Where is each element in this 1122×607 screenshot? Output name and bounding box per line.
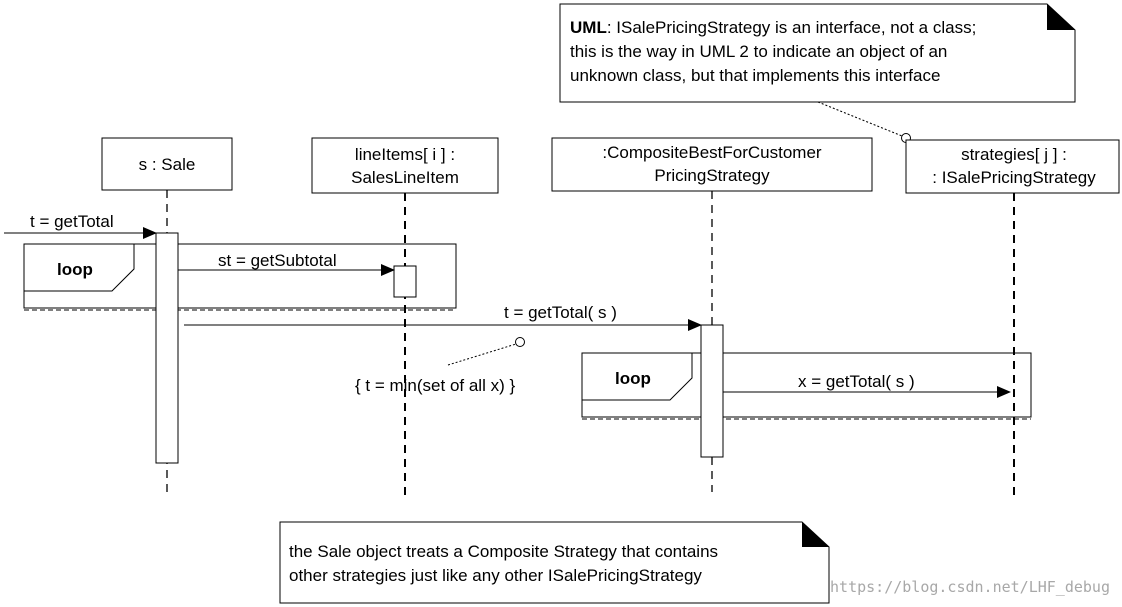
lifeline-sale-label: s : Sale (139, 155, 196, 174)
uml-note-bold: UML (570, 18, 607, 37)
lifeline-strategies-label-1: strategies[ j ] : (961, 145, 1067, 164)
bottom-note-line-1: the Sale object treats a Composite Strat… (289, 542, 718, 561)
activation-composite (700, 324, 724, 458)
message-get-total-s: t = getTotal( s ) (184, 303, 702, 331)
uml-note-line-1: UML: ISalePricingStrategy is an interfac… (570, 18, 976, 37)
uml-note-anchor-line (817, 101, 903, 137)
uml-note: UML: ISalePricingStrategy is an interfac… (559, 3, 1076, 103)
bottom-note: the Sale object treats a Composite Strat… (279, 521, 830, 604)
activation-sale (155, 232, 179, 464)
watermark: https://blog.csdn.net/LHF_debug (830, 578, 1110, 596)
lifeline-composite-label-2: PricingStrategy (654, 166, 770, 185)
lifeline-line-items: lineItems[ i ] : SalesLineItem (311, 137, 499, 194)
lifeline-sale: s : Sale (101, 137, 233, 191)
uml-note-line-2: this is the way in UML 2 to indicate an … (570, 42, 947, 61)
message-get-total-label: t = getTotal (30, 212, 114, 231)
message-get-total-s-label: t = getTotal( s ) (504, 303, 617, 322)
message-x-get-total-s: x = getTotal( s ) (723, 372, 1011, 398)
message-get-subtotal: st = getSubtotal (178, 251, 395, 276)
lifeline-line-items-label-1: lineItems[ i ] : (355, 145, 455, 164)
lifeline-composite-label-1: :CompositeBestForCustomer (602, 143, 822, 162)
constraint-anchor-circle (515, 337, 525, 347)
lifeline-line-items-label-2: SalesLineItem (351, 168, 459, 187)
message-get-total: t = getTotal (4, 212, 157, 239)
constraint-label: { t = min(set of all x) } (355, 376, 515, 395)
uml-note-line-1-rest: : ISalePricingStrategy is an interface, … (607, 18, 976, 37)
loop-2-label: loop (615, 369, 651, 388)
activation-line-item (393, 265, 417, 298)
loop-fragment-2: loop (581, 352, 1032, 420)
loop-fragment-1: loop (23, 243, 457, 311)
loop-1-label: loop (57, 260, 93, 279)
lifeline-strategies-label-2: : ISalePricingStrategy (932, 168, 1096, 187)
lifeline-strategies: strategies[ j ] : : ISalePricingStrategy (905, 139, 1120, 194)
bottom-note-line-2: other strategies just like any other ISa… (289, 566, 702, 585)
message-x-get-total-s-label: x = getTotal( s ) (798, 372, 915, 391)
message-get-subtotal-label: st = getSubtotal (218, 251, 337, 270)
uml-note-line-3: unknown class, but that implements this … (570, 66, 940, 85)
constraint-anchor-line (447, 343, 517, 366)
lifeline-composite-strategy: :CompositeBestForCustomer PricingStrateg… (551, 137, 873, 192)
